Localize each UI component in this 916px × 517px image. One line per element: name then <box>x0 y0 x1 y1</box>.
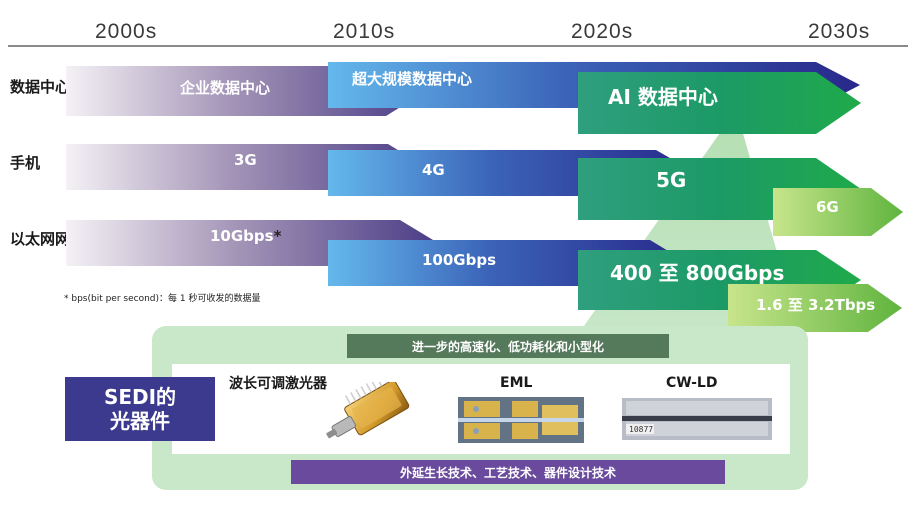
arrow-6g <box>773 188 903 236</box>
decade-2030s: 2030s <box>808 20 871 43</box>
sedi-title-line1: SEDI的 <box>103 385 177 409</box>
label-4g: 4G <box>422 161 445 179</box>
tunable-laser-module-image <box>326 382 410 439</box>
product-label-tunable-laser: 波长可调激光器 <box>229 376 327 392</box>
arrow-ai-dc <box>578 72 861 134</box>
cw-ld-chip-image: 10877 <box>622 398 772 440</box>
banner-technologies: 外延生长技术、工艺技术、器件设计技术 <box>291 460 725 484</box>
label-5g: 5G <box>656 168 687 192</box>
footnote-bps: * bps(bit per second)：每 1 秒可收发的数据量 <box>64 294 261 304</box>
product-label-cw-ld: CW-LD <box>666 375 718 391</box>
label-hyperscale-dc: 超大规模数据中心 <box>352 70 473 88</box>
label-3g: 3G <box>234 151 257 169</box>
row-label-mobile: 手机 <box>10 154 41 172</box>
product-label-eml: EML <box>500 375 533 391</box>
timeline-axis-line <box>8 45 908 47</box>
label-6g: 6G <box>816 198 839 216</box>
label-10gbps-text: 10Gbps <box>210 227 274 245</box>
decade-2010s: 2010s <box>333 20 396 43</box>
banner-higher-speed: 进一步的高速化、低功耗化和小型化 <box>347 334 669 358</box>
decade-2020s: 2020s <box>571 20 634 43</box>
label-ai-dc: AI 数据中心 <box>608 85 718 109</box>
sedi-optical-devices-box: SEDI的 光器件 <box>65 377 215 441</box>
label-10gbps: 10Gbps* <box>210 227 281 245</box>
arrow-1.6-3.2tbps <box>728 284 902 332</box>
sedi-title-line2: 光器件 <box>110 409 170 433</box>
decade-2000s: 2000s <box>95 20 158 43</box>
label-100gbps: 100Gbps <box>422 251 497 269</box>
eml-chip-image <box>458 397 584 443</box>
cw-ld-chip-marking: 10877 <box>629 425 653 434</box>
footnote-mark: * <box>273 227 282 245</box>
row-label-datacenter: 数据中心 <box>10 78 71 96</box>
label-1.6-3.2tbps: 1.6 至 3.2Tbps <box>756 296 876 314</box>
label-400-800gbps: 400 至 800Gbps <box>610 261 785 285</box>
label-enterprise-dc: 企业数据中心 <box>180 79 271 97</box>
